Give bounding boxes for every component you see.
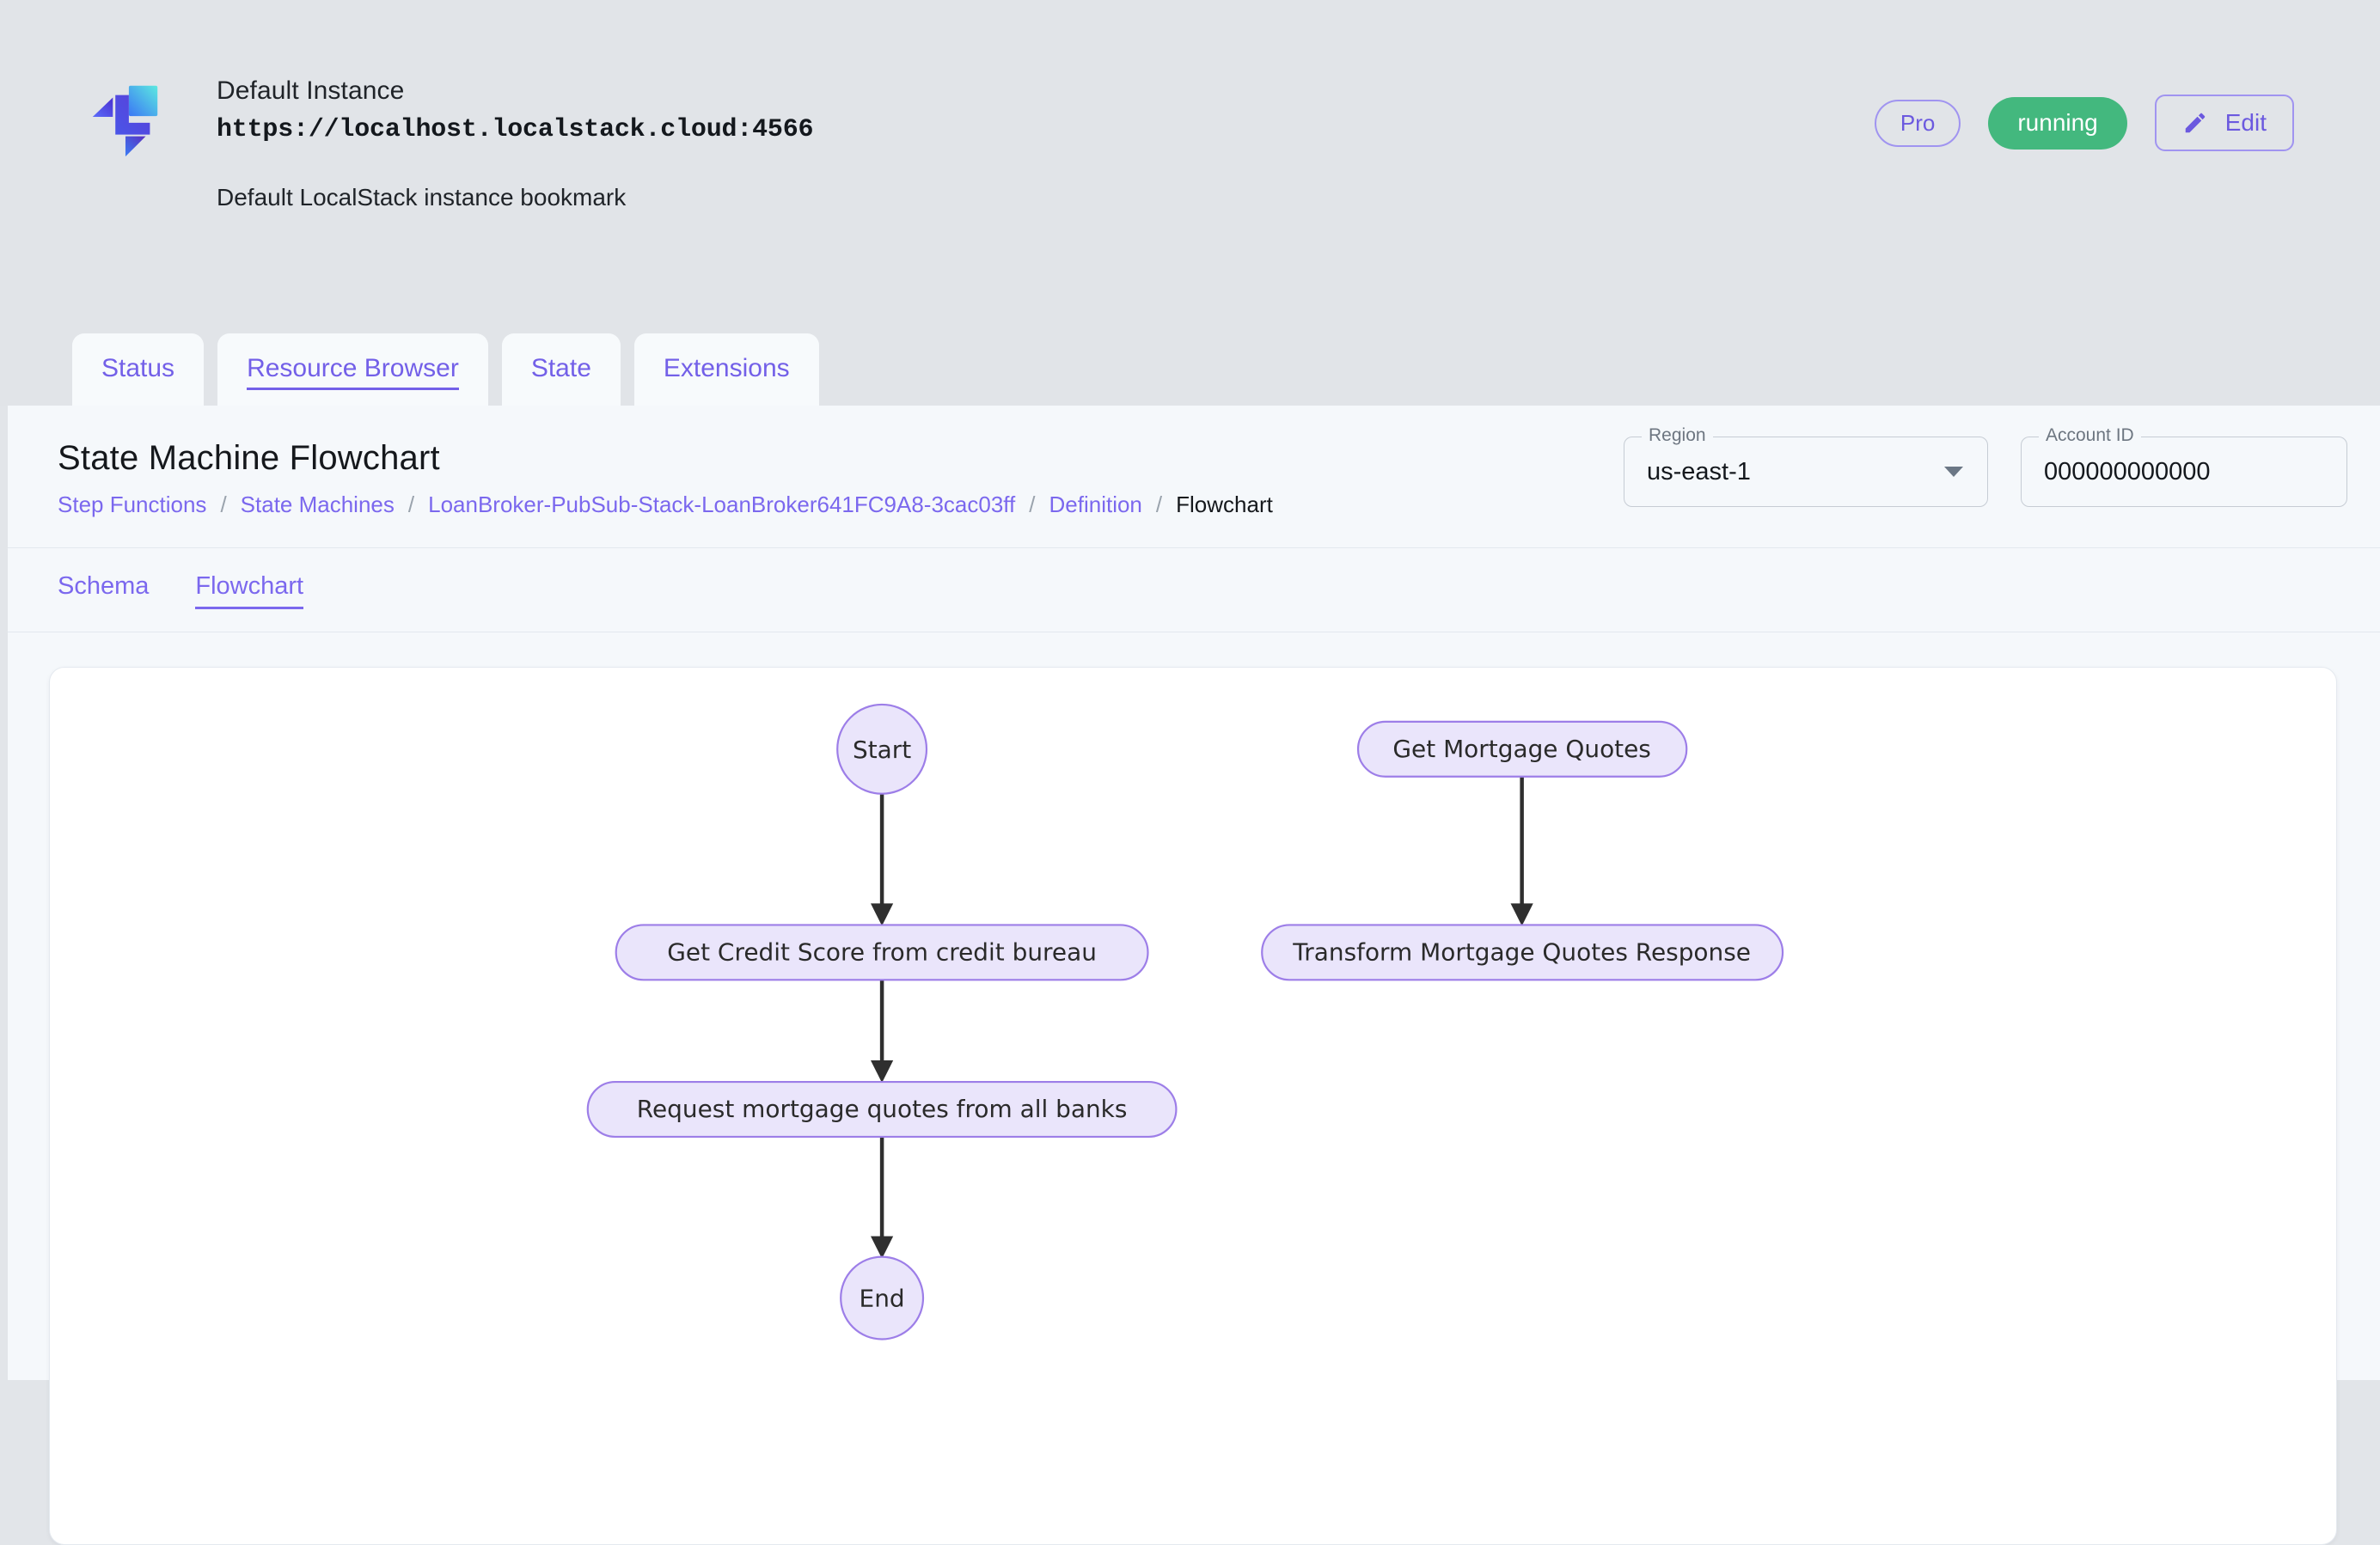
- tab-status-label: Status: [101, 354, 174, 382]
- region-value: us-east-1: [1647, 458, 1751, 486]
- breadcrumb-item-state-machines[interactable]: State Machines: [241, 492, 395, 518]
- breadcrumb-item-step-functions[interactable]: Step Functions: [58, 492, 206, 518]
- flowchart-canvas[interactable]: Start Get Credit Score from credit burea…: [49, 667, 2337, 1545]
- instance-url: https://localhost.localstack.cloud:4566: [217, 113, 813, 148]
- pro-badge[interactable]: Pro: [1875, 100, 1961, 147]
- instance-name: Default Instance: [217, 74, 813, 107]
- chevron-down-icon[interactable]: [1944, 467, 1963, 477]
- flow-node-get-mortgage-quotes[interactable]: Get Mortgage Quotes: [1358, 722, 1686, 777]
- edit-button-label: Edit: [2225, 111, 2267, 135]
- breadcrumb-item-flowchart: Flowchart: [1176, 492, 1273, 518]
- breadcrumb-item-state-machine-name[interactable]: LoanBroker-PubSub-Stack-LoanBroker641FC9…: [428, 492, 1015, 518]
- account-id-label: Account ID: [2039, 426, 2141, 444]
- tab-state[interactable]: State: [502, 333, 621, 406]
- main-tabs: Status Resource Browser State Extensions: [72, 333, 819, 406]
- tab-resource-browser[interactable]: Resource Browser: [217, 333, 488, 416]
- content-area: State Machine Flowchart Step Functions /…: [8, 406, 2380, 1380]
- breadcrumb-separator: /: [408, 492, 414, 518]
- account-id-field[interactable]: Account ID 000000000000: [2021, 437, 2347, 507]
- tab-resource-browser-label: Resource Browser: [247, 354, 459, 390]
- tab-state-label: State: [531, 354, 591, 382]
- instance-description: Default LocalStack instance bookmark: [217, 184, 813, 211]
- flow-node-start[interactable]: Start: [837, 705, 927, 794]
- breadcrumb-separator: /: [1029, 492, 1035, 518]
- region-select[interactable]: Region us-east-1: [1624, 437, 1988, 507]
- flow-node-get-mortgage-quotes-label: Get Mortgage Quotes: [1392, 734, 1650, 762]
- flow-node-transform-mortgage-quotes-response[interactable]: Transform Mortgage Quotes Response: [1262, 925, 1783, 980]
- page-header: State Machine Flowchart Step Functions /…: [8, 406, 2380, 548]
- flow-node-get-credit-score-label: Get Credit Score from credit bureau: [667, 937, 1097, 966]
- tab-flowchart[interactable]: Flowchart: [195, 571, 303, 609]
- flow-node-end-label: End: [860, 1284, 905, 1312]
- breadcrumb-separator: /: [1156, 492, 1162, 518]
- flow-node-request-mortgage-quotes-label: Request mortgage quotes from all banks: [637, 1095, 1128, 1123]
- flow-node-transform-mortgage-quotes-response-label: Transform Mortgage Quotes Response: [1292, 937, 1751, 966]
- breadcrumb-separator: /: [220, 492, 226, 518]
- flow-node-end[interactable]: End: [841, 1256, 923, 1339]
- tab-extensions[interactable]: Extensions: [634, 333, 819, 406]
- instance-actions: Pro running Edit: [1875, 95, 2294, 151]
- tab-extensions-label: Extensions: [664, 354, 790, 382]
- edit-button[interactable]: Edit: [2155, 95, 2294, 151]
- flow-node-request-mortgage-quotes[interactable]: Request mortgage quotes from all banks: [588, 1082, 1177, 1137]
- context-selectors: Region us-east-1 Account ID 000000000000: [1624, 437, 2347, 507]
- sub-tabs: Schema Flowchart: [8, 548, 2380, 632]
- tab-status[interactable]: Status: [72, 333, 204, 406]
- account-id-value: 000000000000: [2044, 458, 2211, 486]
- flow-node-get-credit-score[interactable]: Get Credit Score from credit bureau: [616, 925, 1148, 980]
- localstack-logo-icon: [83, 77, 167, 162]
- breadcrumb-item-definition[interactable]: Definition: [1049, 492, 1142, 518]
- flowchart-diagram: Start Get Credit Score from credit burea…: [50, 668, 2336, 1544]
- pencil-icon: [2182, 110, 2208, 136]
- instance-header: Default Instance https://localhost.local…: [0, 0, 2380, 406]
- status-badge[interactable]: running: [1988, 97, 2126, 150]
- tab-schema[interactable]: Schema: [58, 571, 149, 609]
- flow-node-start-label: Start: [853, 735, 911, 763]
- region-label: Region: [1642, 426, 1713, 444]
